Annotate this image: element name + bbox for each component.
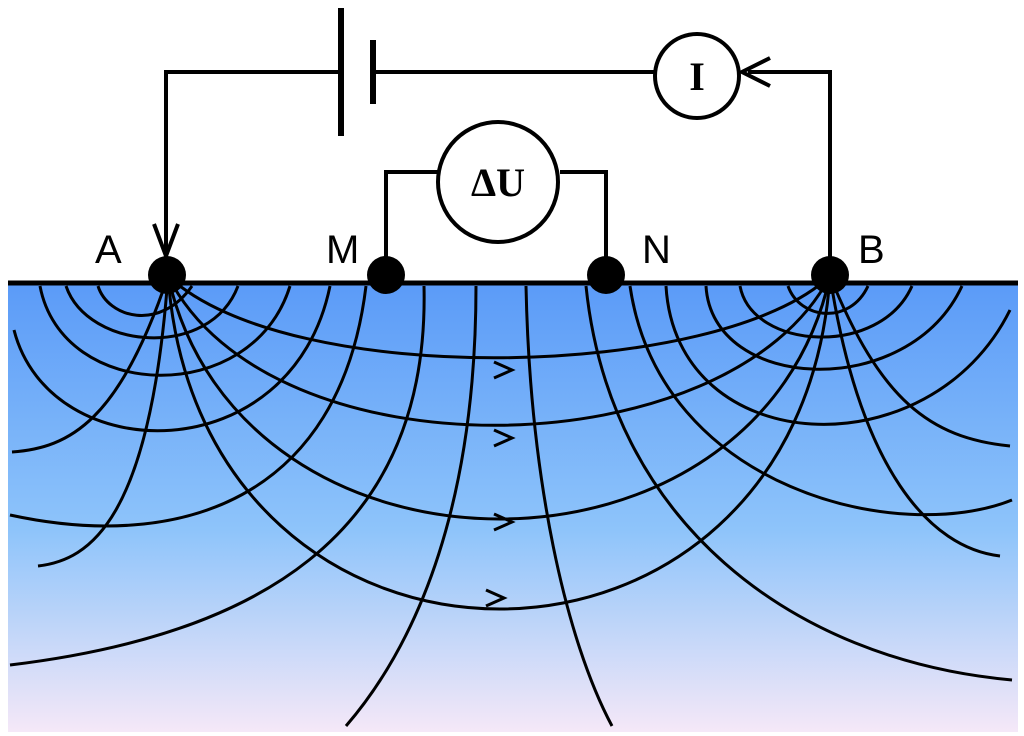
flow-arrow-icon <box>485 588 508 608</box>
electrode-label-m: M <box>326 228 359 272</box>
equipotential-lines-b <box>524 285 1013 727</box>
electrode-a <box>148 256 186 294</box>
electrode-m <box>367 256 405 294</box>
flow-arrow-icon <box>493 512 516 532</box>
ammeter-symbol: I <box>689 54 705 99</box>
ammeter: I <box>653 32 741 120</box>
flow-arrow-icon <box>493 428 516 448</box>
arrow-into-ammeter-icon <box>737 56 771 88</box>
current-circuit <box>152 8 832 266</box>
equipotential-lines-a <box>9 285 478 727</box>
electrode-n <box>587 256 625 294</box>
voltage-circuit <box>384 170 608 270</box>
electrode-label-n: N <box>642 228 671 272</box>
current-flow-lines <box>11 274 1011 611</box>
flow-arrows <box>485 360 516 608</box>
voltmeter-symbol: ΔU <box>471 160 525 205</box>
arrow-into-a-icon <box>152 223 180 262</box>
voltmeter: ΔU <box>436 120 560 244</box>
electrode-b <box>811 256 849 294</box>
flow-arrow-icon <box>493 360 516 380</box>
electrode-label-b: B <box>858 228 885 272</box>
electrodes <box>148 256 849 294</box>
electrode-label-a: A <box>95 228 122 272</box>
